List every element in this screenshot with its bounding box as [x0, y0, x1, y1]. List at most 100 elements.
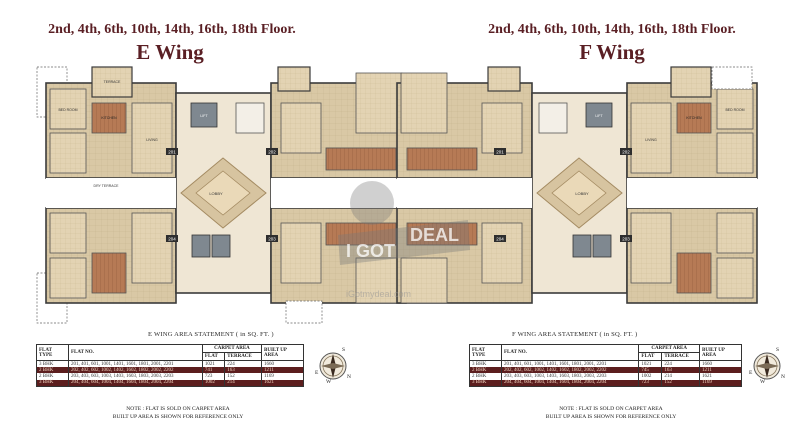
f-compass-n: N [781, 374, 785, 380]
f-wing-note: NOTE : FLAT IS SOLD ON CARPET AREA BUILT… [491, 405, 731, 421]
compass-s: S [342, 347, 346, 353]
table-cell-terrace: 214 [224, 379, 262, 387]
f-wing-area-table: FLAT TYPE FLAT NO. CARPET AREA BUILT UP … [469, 344, 742, 387]
e-wing-area-table: FLAT TYPE FLAT NO. CARPET AREA BUILT UP … [36, 344, 304, 387]
f-col-flat-no: FLAT NO. [500, 344, 640, 361]
table-cell-built: 1211 [699, 367, 742, 374]
compass-e: E [315, 370, 319, 376]
table-cell-type: 3 BHK [469, 379, 502, 387]
flat-tag-202: 202 [268, 150, 276, 155]
f-col-flat-type: FLAT TYPE [469, 344, 502, 361]
col-flat: FLAT [201, 352, 226, 361]
f-wing-floor-heading: 2nd, 4th, 6th, 10th, 14th, 16th, 18th Fl… [488, 22, 736, 37]
f-wing-statement-title: F WING AREA STATEMENT ( in SQ. FT. ) [512, 331, 638, 338]
f-col-flat: FLAT [638, 352, 663, 361]
table-cell-flat: 1002 [638, 373, 663, 380]
f-lobby-label: LOBBY [575, 191, 589, 196]
f-wing-floor-plan: LOBBY LIFT BED ROOM KITCHEN LIVING 201 2… [392, 63, 762, 325]
f-compass-s: S [776, 347, 780, 353]
table-cell-built: 1621 [261, 379, 304, 387]
table-cell-built: 1211 [261, 367, 304, 374]
table-cell-terrace: 224 [224, 360, 262, 368]
e-wing-title: E Wing [136, 40, 204, 64]
table-cell-flat: 741 [201, 367, 226, 374]
table-cell-built: 1169 [261, 373, 304, 380]
table-cell-flats: 204, 404, 604, 1004, 1404, 1604, 1804, 2… [500, 379, 640, 387]
f-note-line2: BUILT UP AREA IS SHOWN FOR REFERENCE ONL… [545, 414, 677, 420]
table-cell-flats: 204, 404, 604, 1004, 1404, 1604, 1804, 2… [68, 379, 203, 387]
f-flat-tag-201: 201 [496, 150, 504, 155]
table-cell-type: 2 BHK [36, 367, 69, 374]
e-note-line1: NOTE : FLAT IS SOLD ON CARPET AREA [126, 406, 230, 412]
lobby-label: LOBBY [209, 191, 223, 196]
compass-rose-icon [319, 352, 347, 380]
col-flat-no: FLAT NO. [68, 344, 203, 361]
compass-n: N [347, 374, 351, 380]
col-terrace: TERRACE [224, 352, 262, 361]
watermark-line2: MY [416, 191, 443, 211]
table-cell-flats: 201, 401, 601, 1001, 1401, 1601, 1801, 2… [500, 360, 640, 368]
table-cell-flats: 203, 403, 603, 1003, 1403, 1603, 1803, 2… [500, 373, 640, 380]
table-cell-terrace: 224 [661, 360, 700, 368]
compass-w: W [326, 379, 332, 385]
table-cell-terrace: 152 [661, 379, 700, 387]
bedroom-label: BED ROOM [58, 108, 77, 112]
watermark-line1: I GOT [346, 241, 395, 261]
e-wing-floor-heading: 2nd, 4th, 6th, 10th, 14th, 16th, 18th Fl… [48, 22, 296, 37]
f-compass-e: E [749, 370, 753, 376]
table-cell-flats: 201, 401, 601, 1001, 1401, 1601, 1801, 2… [68, 360, 203, 368]
table-cell-flat: 1021 [638, 360, 663, 368]
table-cell-built: 1660 [699, 360, 742, 368]
table-cell-built: 1660 [261, 360, 304, 368]
table-cell-type: 3 BHK [36, 360, 69, 368]
table-cell-flat: 1002 [201, 379, 226, 387]
table-cell-flat: 723 [201, 373, 226, 380]
f-bedroom-label: BED ROOM [725, 108, 744, 112]
e-wing-note: NOTE : FLAT IS SOLD ON CARPET AREA BUILT… [58, 405, 298, 421]
f-col-carpet-area: CARPET AREA [638, 344, 700, 353]
kitchen-label: KITCHEN [101, 116, 117, 120]
table-cell-built: 1169 [699, 379, 742, 387]
e-note-line2: BUILT UP AREA IS SHOWN FOR REFERENCE ONL… [112, 414, 244, 420]
table-cell-flat: 745 [638, 367, 663, 374]
f-compass-w: W [760, 379, 766, 385]
f-living-label: LIVING [645, 138, 657, 142]
flat-tag-203: 203 [268, 237, 276, 242]
f-flat-tag-202: 202 [622, 150, 630, 155]
table-cell-flats: 202, 402, 602, 1002, 1402, 1602, 1802, 2… [500, 367, 640, 374]
e-wing-plan-drawing: LOBBY LIFT BED ROOM KITCHEN LIVING TERRA… [36, 66, 407, 324]
compass-rose-icon [753, 352, 781, 380]
watermark-logo: I GOT MY DEAL [338, 181, 470, 265]
f-flat-tag-204: 204 [496, 237, 504, 242]
table-cell-flat: 1021 [201, 360, 226, 368]
f-wing-compass: S E W N [748, 347, 786, 385]
table-cell-type: 3 BHK [36, 379, 69, 387]
col-carpet-area: CARPET AREA [201, 344, 263, 353]
f-flat-tag-203: 203 [622, 237, 630, 242]
col-built-up: BUILT UP AREA [261, 344, 304, 361]
f-note-line1: NOTE : FLAT IS SOLD ON CARPET AREA [559, 406, 663, 412]
e-wing-compass: S E W N [314, 347, 352, 385]
table-cell-type: 3 BHK [469, 360, 502, 368]
lift-label: LIFT [200, 114, 208, 118]
table-cell-flat: 723 [638, 379, 663, 387]
table-cell-type: 2 BHK [36, 373, 69, 380]
e-wing-statement-title: E WING AREA STATEMENT ( in SQ. FT. ) [148, 331, 274, 338]
living-label: LIVING [146, 138, 158, 142]
col-flat-type: FLAT TYPE [36, 344, 69, 361]
f-kitchen-label: KITCHEN [686, 116, 702, 120]
table-cell-built: 1621 [699, 373, 742, 380]
flat-tag-204: 204 [168, 237, 176, 242]
f-col-built-up: BUILT UP AREA [699, 344, 742, 361]
f-wing-title: F Wing [579, 40, 645, 64]
watermark-site: iGotmydeal.com [346, 289, 412, 299]
